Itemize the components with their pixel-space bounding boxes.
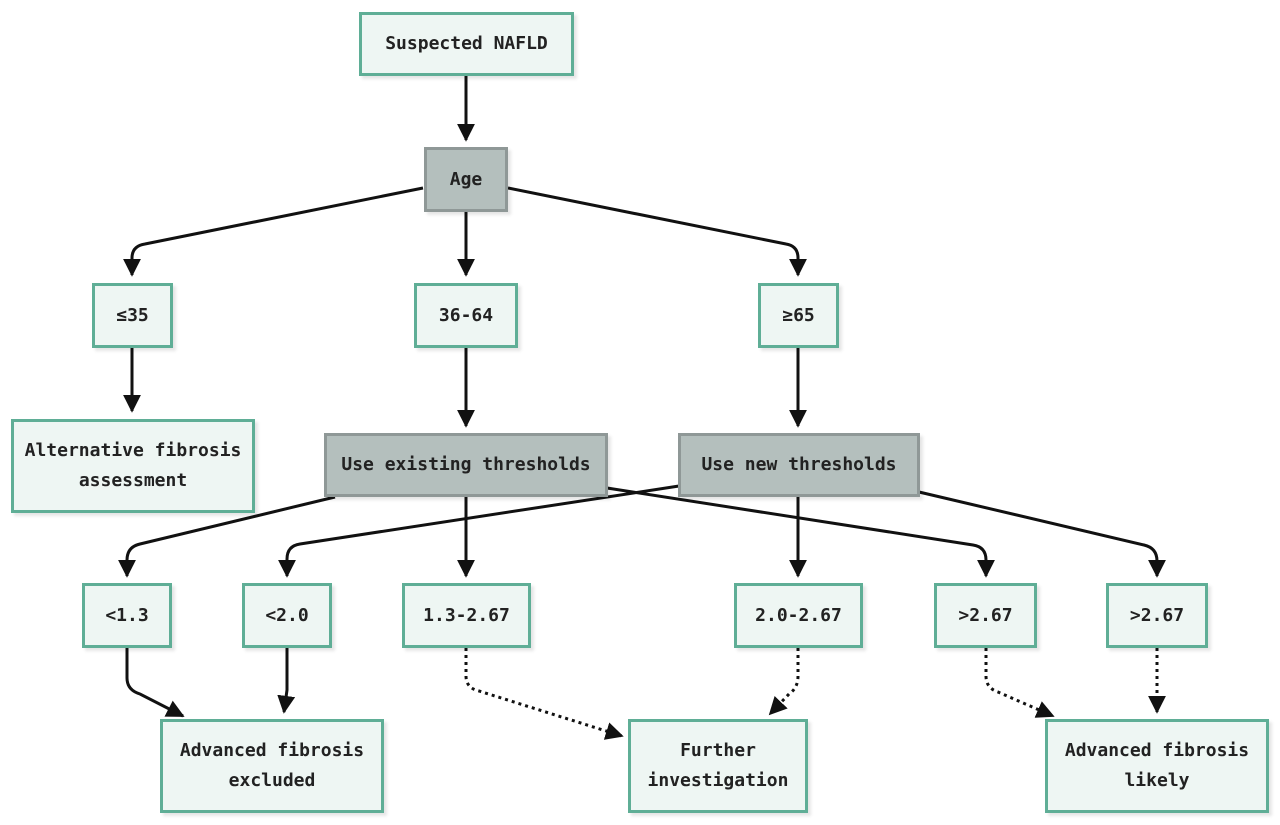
node-age-le35: ≤35 bbox=[92, 283, 173, 348]
edge-gt267-likely-existing bbox=[984, 648, 1055, 718]
node-use-existing-thresholds: Use existing thresholds bbox=[324, 433, 608, 497]
node-age-36-64: 36-64 bbox=[414, 283, 518, 348]
edge-existing-lt13 bbox=[118, 495, 336, 578]
node-age: Age bbox=[424, 147, 508, 212]
node-lt-1-3: <1.3 bbox=[82, 583, 172, 648]
node-advanced-fibrosis-excluded: Advanced fibrosis excluded bbox=[160, 719, 384, 813]
node-age-ge65: ≥65 bbox=[758, 283, 839, 348]
node-further-investigation: Further investigation bbox=[628, 719, 808, 813]
edge-lt20-excluded bbox=[277, 648, 296, 714]
edge-20-267-further bbox=[768, 648, 800, 716]
edge-new-lt20 bbox=[278, 484, 680, 578]
node-gt-2-67-new: >2.67 bbox=[1106, 583, 1208, 648]
node-1-3-to-2-67: 1.3-2.67 bbox=[402, 583, 531, 648]
edge-new-gt267 bbox=[918, 490, 1166, 578]
edge-13-267-further bbox=[464, 648, 624, 740]
node-gt-2-67-existing: >2.67 bbox=[934, 583, 1037, 648]
edge-age-ge65 bbox=[507, 186, 807, 277]
node-lt-2-0: <2.0 bbox=[242, 583, 332, 648]
edge-age-le35 bbox=[123, 186, 424, 277]
node-use-new-thresholds: Use new thresholds bbox=[678, 433, 920, 497]
edge-lt13-excluded bbox=[125, 648, 185, 718]
node-advanced-fibrosis-likely: Advanced fibrosis likely bbox=[1045, 719, 1269, 813]
node-suspected-nafld: Suspected NAFLD bbox=[359, 12, 574, 76]
edge-existing-gt267 bbox=[606, 486, 995, 578]
node-alternative-fibrosis-assessment: Alternative fibrosis assessment bbox=[11, 419, 255, 513]
node-2-0-to-2-67: 2.0-2.67 bbox=[734, 583, 863, 648]
